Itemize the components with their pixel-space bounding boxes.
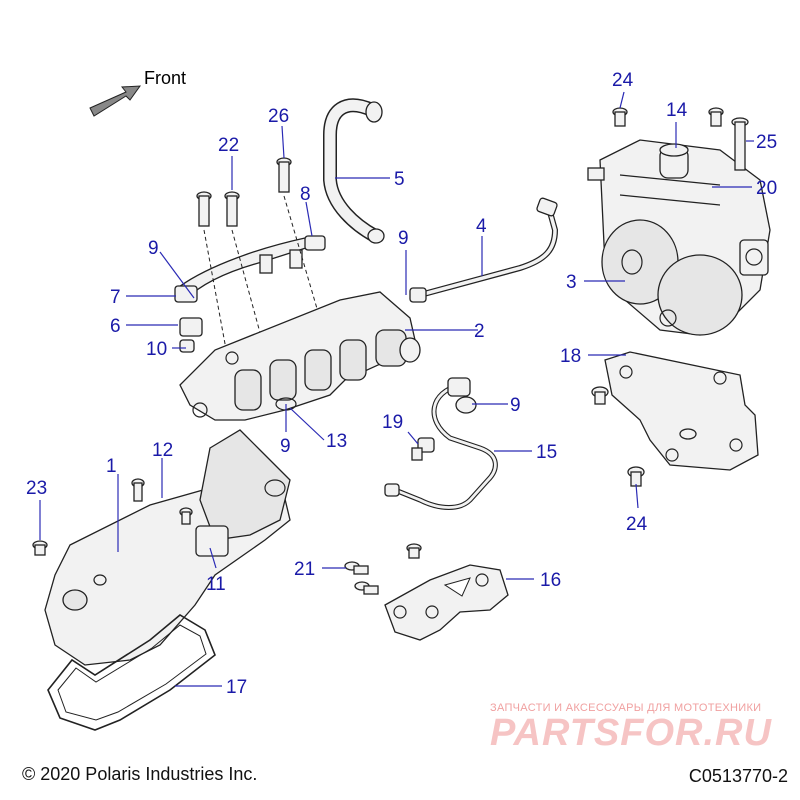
part-gasket-17 [47, 614, 216, 731]
callout-5: 5 [394, 169, 405, 190]
copyright-notice: © 2020 Polaris Industries Inc. [22, 764, 258, 784]
callout-19: 19 [382, 412, 403, 433]
callout-25: 25 [756, 132, 777, 153]
part-brake-line-15 [384, 377, 498, 510]
callout-3: 3 [566, 272, 577, 293]
drawing-number: C0513770-2 [688, 766, 788, 786]
callout-23: 23 [26, 478, 47, 499]
callout-8: 8 [300, 184, 311, 205]
callout-labels: 1 2 3 4 5 6 7 8 9 9 9 9 10 11 12 13 14 1… [26, 70, 777, 698]
callout-24-top: 24 [612, 70, 634, 91]
bolt-21-b [354, 581, 379, 595]
bolt-26 [276, 157, 292, 193]
part-bracket-18 [604, 351, 759, 471]
callout-4: 4 [476, 216, 487, 237]
callout-9-line: 9 [398, 228, 409, 249]
fastener-23 [32, 540, 48, 556]
callout-7: 7 [110, 287, 121, 308]
callout-16: 16 [540, 570, 561, 591]
fastener-24-top [612, 107, 628, 127]
part-bracket-16 [384, 564, 509, 641]
part-bleeder-19 [411, 437, 435, 461]
fastener-top-middle [708, 107, 724, 127]
callout-9-manifold: 9 [280, 436, 291, 457]
front-arrow [89, 85, 142, 117]
part-manifold-2 [179, 291, 421, 421]
callout-13: 13 [326, 431, 347, 452]
watermark-tagline: ЗАПЧАСТИ И АКСЕССУАРЫ ДЛЯ МОТОТЕХНИКИ [490, 702, 762, 714]
part-brake-line-4 [409, 197, 559, 303]
bolt-22-pair [196, 191, 240, 227]
fastener-12-a [131, 478, 145, 502]
fastener-24-bottom [627, 466, 645, 487]
part-housing-1 [44, 429, 291, 666]
callout-20: 20 [756, 178, 777, 199]
callout-15: 15 [536, 442, 557, 463]
callout-18: 18 [560, 346, 581, 367]
leader-lines [39, 91, 754, 687]
part-harness-7 [174, 235, 326, 353]
bolt-16-top [406, 543, 422, 559]
callout-12: 12 [152, 440, 173, 461]
fastener-18-bolt-b [679, 428, 697, 440]
callout-6: 6 [110, 316, 121, 337]
front-label: Front [144, 68, 186, 88]
bolt-21-a [344, 561, 369, 575]
callout-26: 26 [268, 106, 289, 127]
callout-11: 11 [206, 574, 226, 595]
watermark: ЗАПЧАСТИ И АКСЕССУАРЫ ДЛЯ МОТОТЕХНИКИ PA… [490, 702, 790, 755]
fastener-25-bolt [731, 117, 749, 171]
callout-2: 2 [474, 321, 485, 342]
part-hose-5 [323, 98, 385, 244]
callout-9-fitting: 9 [510, 395, 521, 416]
callout-22: 22 [218, 135, 239, 156]
callout-21: 21 [294, 559, 315, 580]
part-abs-module-3 [587, 139, 771, 336]
callout-24-bottom: 24 [626, 514, 648, 535]
callout-14: 14 [666, 100, 688, 121]
bolt-alignment-lines [203, 195, 319, 361]
callout-1: 1 [106, 456, 117, 477]
callout-17: 17 [226, 677, 247, 698]
callout-9-harness: 9 [148, 238, 159, 259]
watermark-brand: PARTSFOR.RU [490, 712, 772, 754]
fastener-18-bolt-a [591, 386, 609, 405]
fastener-12-b [179, 507, 193, 525]
callout-10: 10 [146, 339, 167, 360]
